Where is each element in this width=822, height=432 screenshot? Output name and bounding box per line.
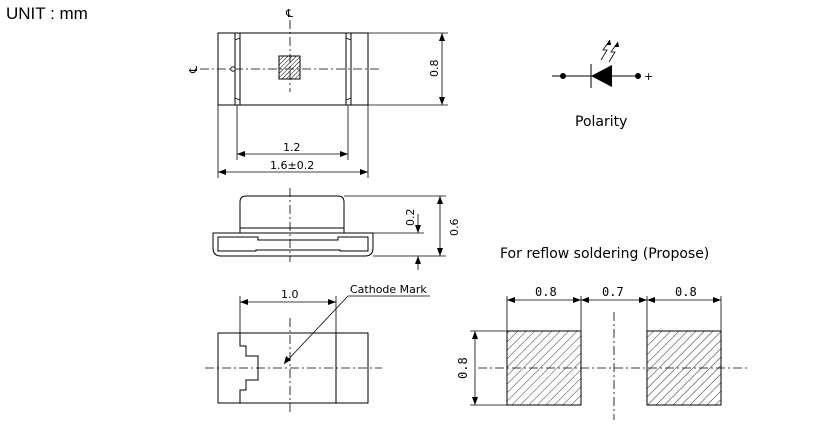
bottom-width-dim: 1.0 — [281, 288, 299, 301]
bottom-view: 1.0 Cathode Mark — [205, 283, 430, 415]
inner-width-dim: 1.2 — [283, 141, 301, 154]
side-terminals — [217, 236, 369, 252]
side-lens — [239, 195, 345, 233]
pad-width-dim-1: 0.8 — [535, 285, 557, 299]
pad-gap-dim: 0.7 — [602, 285, 624, 299]
side-view: 0.2 0.6 — [212, 188, 461, 270]
total-height-dim: 0.6 — [448, 219, 461, 237]
centerline-mark-top: ℄ — [285, 7, 293, 20]
top-height-dim: 0.8 — [428, 60, 441, 78]
polarity-label: Polarity — [575, 114, 627, 130]
cathode-mark-label: Cathode Mark — [350, 283, 427, 296]
plus-sign: + — [644, 70, 653, 83]
lens-height-dim: 0.2 — [404, 209, 417, 227]
unit-label: UNIT : mm — [6, 4, 88, 23]
centerline-mark-left: ℄ — [187, 66, 200, 74]
top-view: ℄ ℄ 0.8 1.2 1.6±0.2 — [187, 7, 448, 178]
cathode-terminal — [217, 332, 259, 404]
led-chip — [278, 55, 301, 80]
pad-width-dim-2: 0.8 — [675, 285, 697, 299]
reflow-title: For reflow soldering (Propose) — [500, 246, 709, 262]
polarity-symbol: + Polarity — [552, 39, 653, 130]
reflow-footprint: For reflow soldering (Propose) 0.8 0.7 0… — [456, 246, 748, 420]
pad-height-dim: 0.8 — [456, 357, 470, 379]
overall-width-dim: 1.6±0.2 — [270, 159, 314, 172]
